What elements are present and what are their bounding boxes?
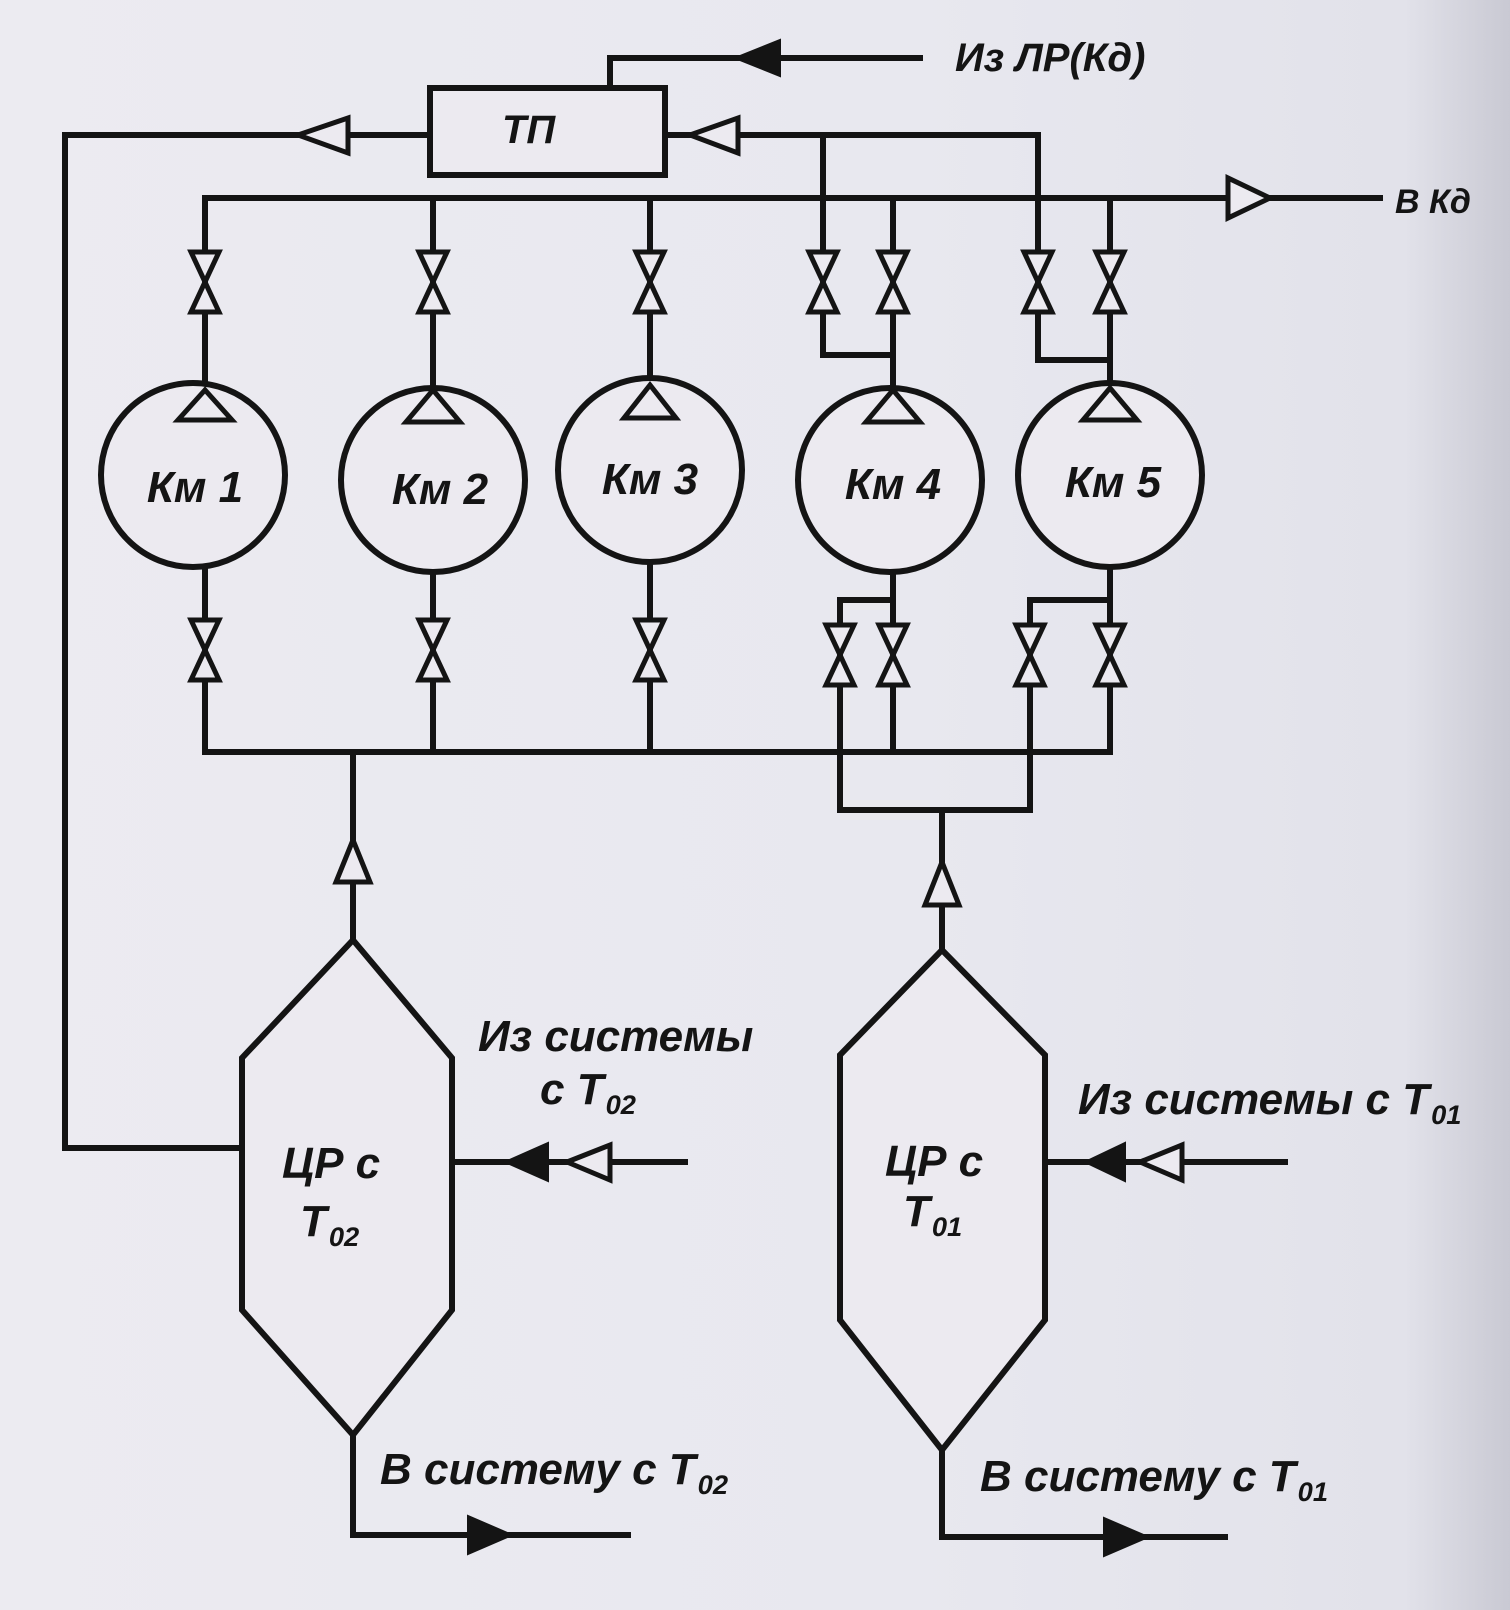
compressor-km3[interactable] (555, 375, 745, 565)
valve-icon[interactable] (822, 622, 858, 688)
vessel-t02-label-line1: ЦР с (282, 1139, 381, 1188)
compressor-km1-label: Км 1 (146, 463, 244, 512)
stream-from-lr-label: Из ЛР(Кд) (955, 36, 1146, 80)
compressor-km3-label: Км 3 (601, 455, 699, 504)
from-system-t01-text: Из системы с T (1078, 1075, 1430, 1124)
vessel-t02-subscript: 02 (328, 1220, 360, 1252)
suction-drops (202, 559, 1113, 813)
pipe-to-system-t02 (350, 1432, 631, 1538)
from-system-t02-subscript: 02 (605, 1088, 636, 1120)
heat-exchanger-label: ТП (502, 108, 556, 152)
from-system-t02-text: с T (540, 1065, 604, 1114)
compressor-km2-label: Км 2 (391, 465, 489, 514)
arrow-open-icon (1225, 174, 1276, 222)
valve-icon[interactable] (187, 249, 223, 315)
to-system-t02-subscript: 02 (697, 1468, 728, 1500)
from-system-t02-line2: с T02 (540, 1068, 636, 1118)
valve-icon[interactable] (632, 617, 668, 683)
to-system-t02-label: В систему с T02 (380, 1448, 728, 1498)
arrow-open-icon (290, 114, 351, 157)
arrow-open-icon (1133, 1141, 1185, 1184)
vessel-t01-label-line1: ЦР с (885, 1137, 984, 1186)
compressor-km4[interactable] (795, 385, 985, 575)
valve-icon[interactable] (187, 617, 223, 683)
discharge-header (202, 195, 1383, 248)
arrow-open-icon (682, 114, 741, 157)
arrow-open-icon (332, 833, 374, 885)
to-system-t01-subscript: 01 (1297, 1475, 1328, 1507)
valves (187, 249, 1128, 688)
pipe-from-lr (607, 55, 923, 91)
to-system-t01-text: В систему с T (980, 1452, 1296, 1501)
arrow-filled-icon (732, 38, 781, 78)
from-system-t01-subscript: 01 (1431, 1098, 1462, 1130)
valve-icon[interactable] (1092, 249, 1128, 315)
valve-icon[interactable] (805, 249, 841, 315)
arrow-filled-icon (467, 1514, 515, 1556)
pipe-tp-to-vessel-t02 (62, 132, 433, 1151)
valve-icon[interactable] (875, 249, 911, 315)
vessel-t01-label-line2: T01 (903, 1190, 962, 1240)
valve-icon[interactable] (1012, 622, 1048, 688)
arrow-filled-icon (1082, 1141, 1126, 1183)
from-system-t02-line1: Из системы (478, 1012, 754, 1061)
to-system-t01-label: В систему с T01 (980, 1455, 1328, 1505)
valve-icon[interactable] (1092, 622, 1128, 688)
compressor-km1[interactable] (98, 380, 288, 570)
discharge-drops (202, 195, 1113, 388)
arrow-open-icon (921, 855, 963, 908)
compressor-km5-label: Км 5 (1064, 458, 1162, 507)
stream-to-kd-label: В Кд (1395, 183, 1471, 221)
valve-icon[interactable] (415, 249, 451, 315)
vessel-t01-subscript: 01 (931, 1210, 963, 1242)
arrow-filled-icon (502, 1141, 549, 1183)
vessel-t01-symbol: T (903, 1187, 930, 1236)
compressor-km4-label: Км 4 (844, 460, 942, 509)
vessel-t02-symbol: T (300, 1197, 327, 1246)
valve-icon[interactable] (1020, 249, 1056, 315)
to-system-t02-text: В систему с T (380, 1445, 696, 1494)
vessel-t02-label-line2: T02 (300, 1200, 359, 1250)
heat-exchanger-box (427, 85, 668, 178)
valve-icon[interactable] (875, 622, 911, 688)
arrow-open-icon (560, 1141, 613, 1184)
valve-icon[interactable] (632, 249, 668, 315)
from-system-t01-label: Из системы с T01 (1078, 1078, 1461, 1128)
valve-icon[interactable] (415, 617, 451, 683)
arrow-filled-icon (1103, 1516, 1151, 1558)
